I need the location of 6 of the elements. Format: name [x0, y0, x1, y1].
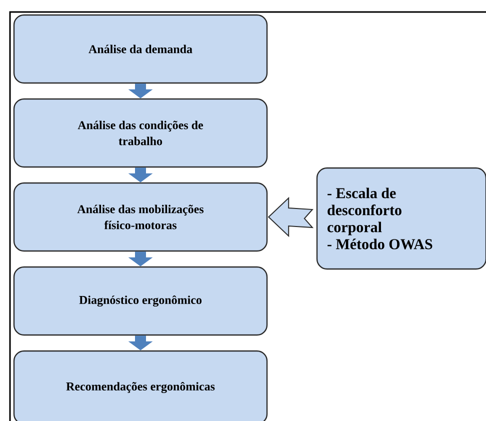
process-box: Análise da demanda: [13, 14, 268, 84]
process-box: Análise das condições de trabalho: [13, 98, 268, 168]
process-box: Recomendações ergonômicas: [13, 350, 268, 421]
note-box: - Escala de desconforto corporal - Método OWAS: [316, 167, 486, 270]
process-box: Diagnóstico ergonômico: [13, 266, 268, 336]
process-box: Análise das mobilizações físico-motoras: [13, 182, 268, 252]
